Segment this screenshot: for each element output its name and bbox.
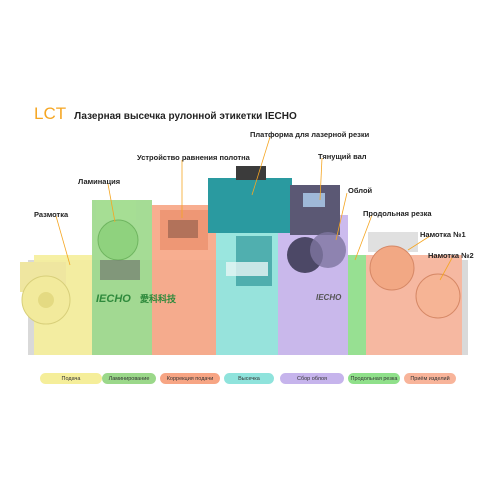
legend-output: Приём изделий <box>404 373 456 384</box>
label-rewind-1: Намотка №1 <box>420 230 466 239</box>
zone-slitting <box>348 255 366 355</box>
label-web-guide: Устройство равнения полотна <box>137 153 250 162</box>
legend-lamination: Ламинирование <box>102 373 156 384</box>
machine-brand: IECHO <box>96 293 131 305</box>
legend-waste-collection: Сбор облоя <box>280 373 344 384</box>
legend-cutting: Высечка <box>224 373 274 384</box>
label-unwind: Размотка <box>34 210 69 219</box>
laser-cabinet <box>208 178 292 233</box>
brand-lct: LCT <box>34 104 67 123</box>
label-rewind-2: Намотка №2 <box>428 251 474 260</box>
waste-roll <box>310 232 346 268</box>
legend-feed: Подача <box>40 373 102 384</box>
page-title: LCT Лазерная высечка рулонной этикетки I… <box>34 104 297 124</box>
side-brand: IECHO <box>316 293 342 302</box>
title-text: Лазерная высечка рулонной этикетки IECHO <box>74 111 297 122</box>
label-laser-platform: Платформа для лазерной резки <box>250 130 370 139</box>
machine-brand-cn: 愛科科技 <box>140 293 177 304</box>
label-waste: Облой <box>348 186 373 195</box>
legend-slitting: Продольная резка <box>348 373 400 384</box>
rewind-roll-1 <box>369 245 415 291</box>
rewind-roll-2 <box>415 273 461 319</box>
label-lamination: Ламинация <box>78 177 121 186</box>
legend-correction: Коррекция подачи <box>160 373 220 384</box>
label-slitting: Продольная резка <box>363 209 432 218</box>
label-pull-roller: Тянущий вал <box>318 152 367 161</box>
